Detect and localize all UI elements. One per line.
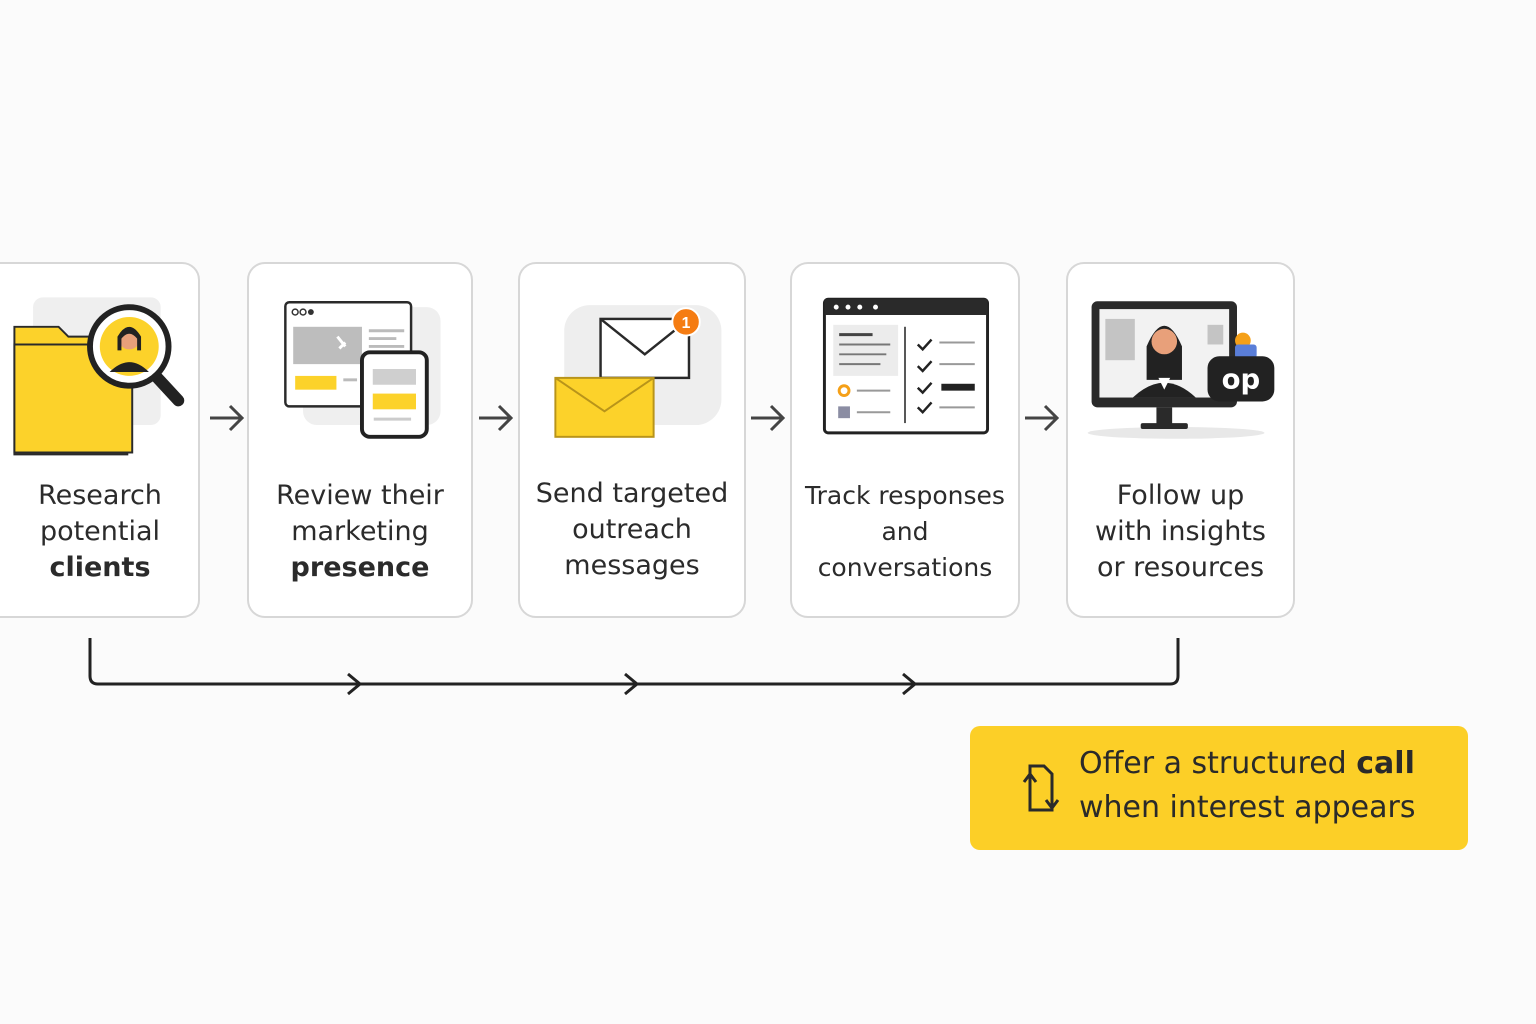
refresh-document-icon [1022, 764, 1060, 812]
arrow-right-icon [210, 404, 245, 432]
website-mobile-icon [284, 301, 441, 439]
step-caption: Send targeted outreach messages [535, 478, 729, 581]
arrow-right-icon [479, 404, 514, 432]
chat-bubble-label: op [1222, 364, 1261, 396]
step-caption: Review their marketing presence [276, 480, 444, 583]
checklist-window-icon [822, 297, 990, 435]
step-card-track: Track responses and conversations [790, 262, 1020, 618]
arrow-right-icon [751, 404, 786, 432]
step-caption: Research potential clients [38, 480, 162, 583]
notification-badge: 1 [682, 315, 691, 332]
connector-arrow-icon [902, 672, 918, 696]
connector-arrow-icon [624, 672, 640, 696]
envelope-icon: 1 [554, 305, 722, 438]
connector-arrow-icon [347, 672, 363, 696]
cta-offer-call[interactable]: Offer a structured call when interest ap… [970, 726, 1468, 850]
folder-search-icon [13, 297, 185, 456]
step-caption: Follow up with insights or resources [1095, 480, 1266, 583]
step-card-review: Review their marketing presence [247, 262, 473, 618]
step-card-send: 1 Send targeted outreach messages [518, 262, 746, 618]
step-card-research: Research potential clients [0, 262, 200, 618]
step-caption: Track responses and conversations [805, 481, 1005, 582]
cta-text: Offer a structured call when interest ap… [1079, 746, 1416, 825]
step-card-follow-up: op Follow up with insights or resources [1066, 262, 1295, 618]
video-call-icon: op [1087, 301, 1275, 439]
arrow-right-icon [1025, 404, 1060, 432]
